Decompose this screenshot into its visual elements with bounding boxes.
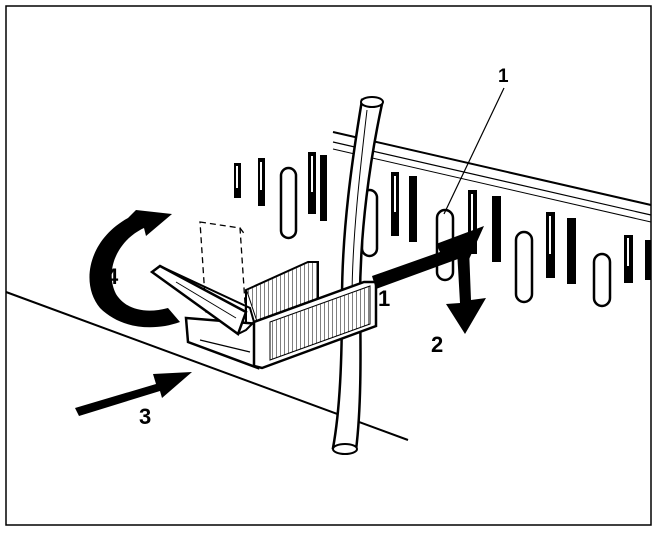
callout-4: 4 [106, 264, 119, 289]
panel-oval-slots [279, 166, 612, 308]
back-rail [332, 131, 652, 223]
arrow-rotate [89, 210, 180, 328]
panel-slot-highlights [236, 156, 629, 266]
callout-1-top: 1 [498, 66, 509, 87]
callout-1-side: 1 [378, 286, 390, 311]
callout-3: 3 [139, 404, 151, 429]
arrow-down [446, 248, 486, 334]
callout-1-leader-line [443, 87, 505, 215]
callout-2: 2 [431, 332, 443, 357]
arrow-insert [372, 226, 484, 289]
cable [331, 96, 384, 455]
arrow-push [75, 372, 192, 416]
cable-clip [149, 261, 378, 370]
